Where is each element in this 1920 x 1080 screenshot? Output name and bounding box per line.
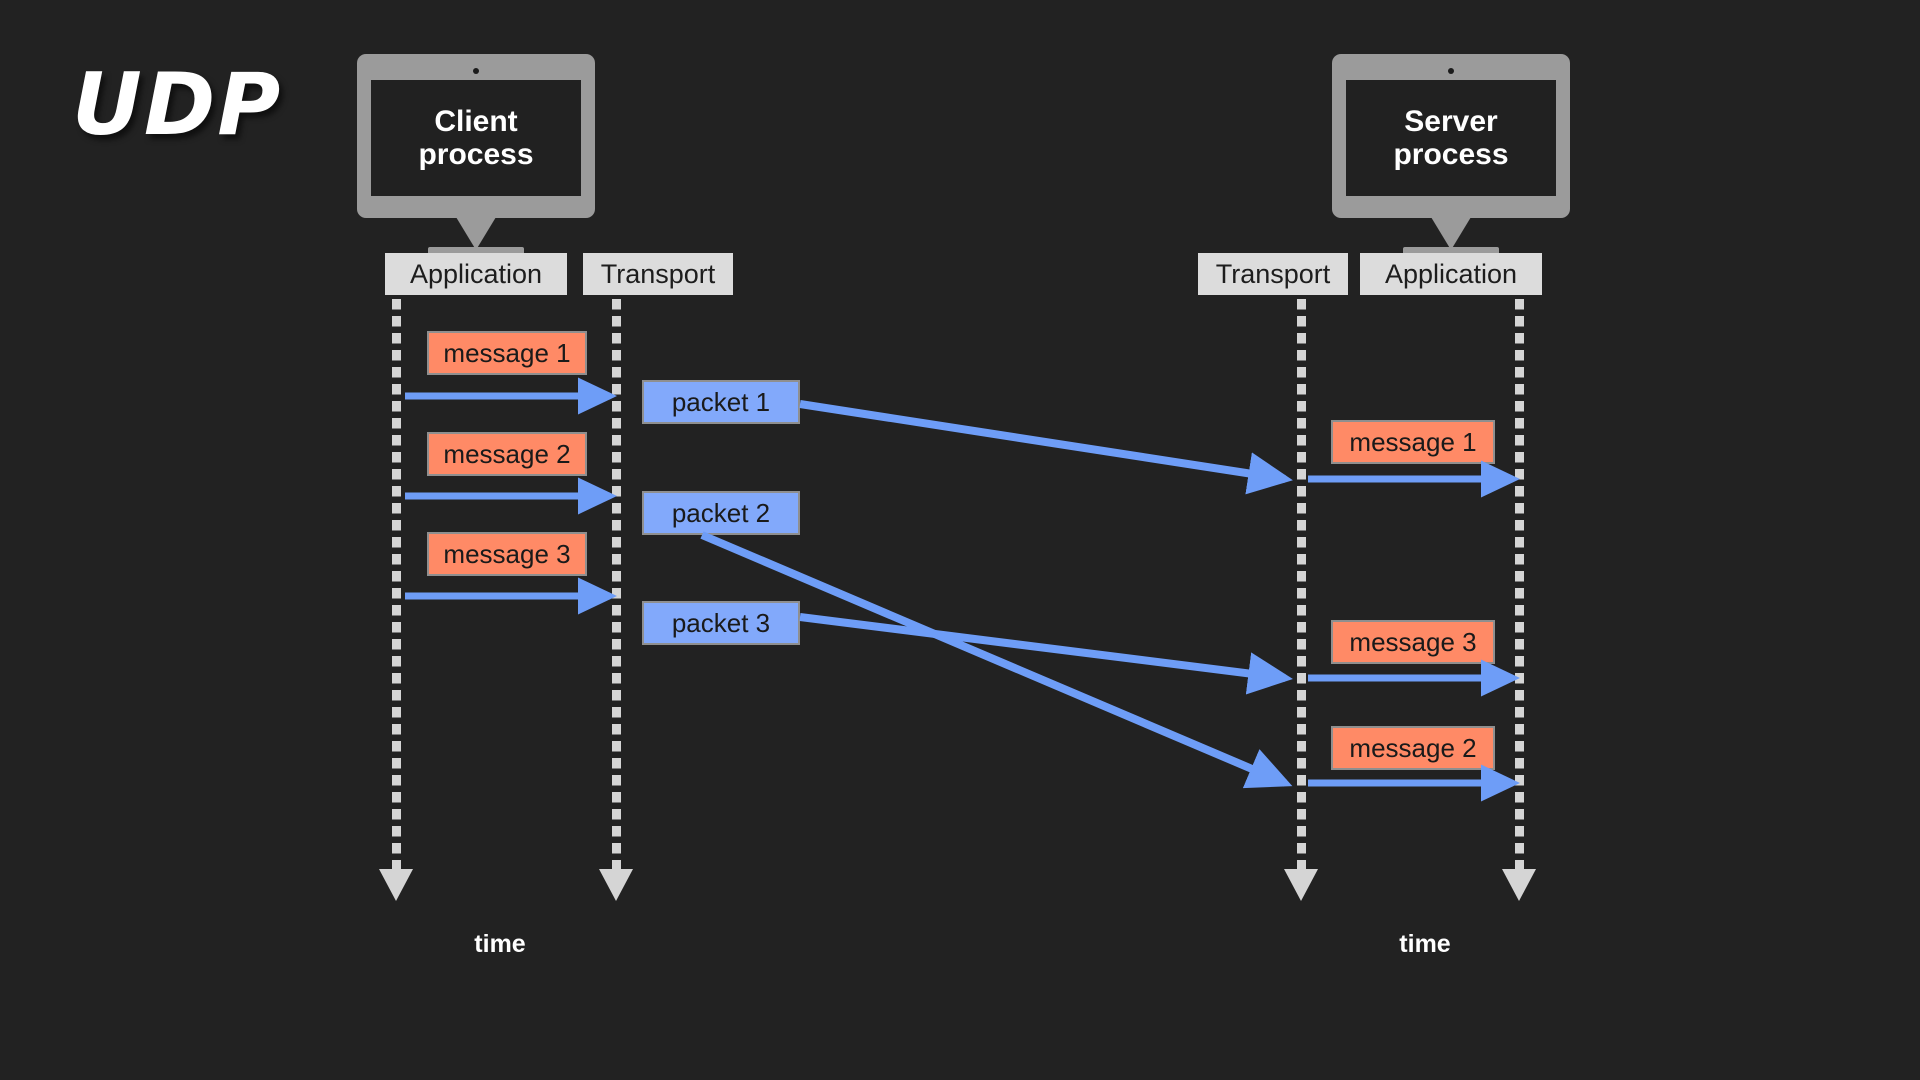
client-packet-3: packet 3 <box>642 601 800 645</box>
arrow-network-packet-3 <box>799 613 1293 695</box>
timeline-server-application <box>1515 299 1524 876</box>
page-title: UDP <box>72 55 283 155</box>
client-layer-transport: Transport <box>583 253 733 295</box>
timeline-client-transport <box>612 299 621 876</box>
server-monitor-stand-neck <box>1431 217 1471 250</box>
client-message-1: message 1 <box>427 331 587 375</box>
timeline-arrowhead-client-application <box>379 869 413 901</box>
client-message-2: message 2 <box>427 432 587 476</box>
client-message-3: message 3 <box>427 532 587 576</box>
server-layer-transport: Transport <box>1198 253 1348 295</box>
server-monitor-bezel: Server process <box>1332 54 1570 218</box>
client-monitor-bezel: Client process <box>357 54 595 218</box>
timeline-server-transport <box>1297 299 1306 876</box>
camera-dot-icon <box>473 68 479 74</box>
client-packet-2: packet 2 <box>642 491 800 535</box>
server-monitor-screen: Server process <box>1346 80 1556 196</box>
timeline-client-application <box>392 299 401 876</box>
arrow-network-packet-1 <box>799 400 1293 495</box>
server-message-1: message 1 <box>1331 420 1495 464</box>
timeline-arrowhead-client-transport <box>599 869 633 901</box>
client-time-label: time <box>474 930 526 958</box>
server-process-label: Server process <box>1393 105 1509 171</box>
timeline-arrowhead-server-application <box>1502 869 1536 901</box>
client-packet-1: packet 1 <box>642 380 800 424</box>
camera-dot-icon <box>1448 68 1454 74</box>
client-monitor-stand-neck <box>456 217 496 250</box>
server-layer-application: Application <box>1360 253 1542 295</box>
client-layer-application: Application <box>385 253 567 295</box>
server-time-label: time <box>1399 930 1451 958</box>
client-process-label: Client process <box>418 105 534 171</box>
server-monitor: Server process <box>1332 54 1570 264</box>
client-monitor-screen: Client process <box>371 80 581 196</box>
server-message-3: message 3 <box>1331 620 1495 664</box>
client-monitor: Client process <box>357 54 595 264</box>
arrow-network-packet-2 <box>700 531 1293 789</box>
timeline-arrowhead-server-transport <box>1284 869 1318 901</box>
server-message-2: message 2 <box>1331 726 1495 770</box>
